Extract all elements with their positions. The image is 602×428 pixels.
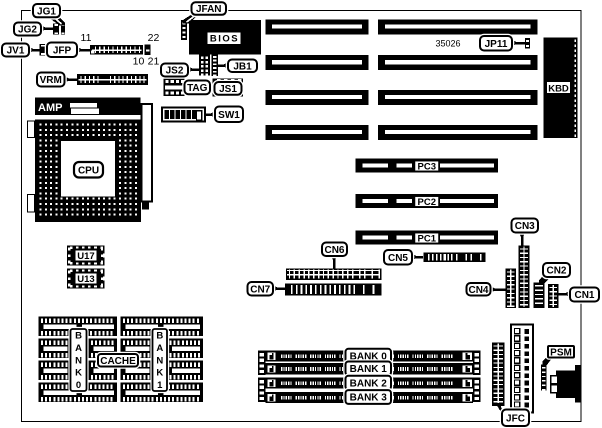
svg-text:A: A [156,343,163,354]
svg-text:10: 10 [133,56,145,68]
svg-text:JS1: JS1 [219,84,237,95]
svg-text:11: 11 [81,32,92,44]
svg-text:PC2: PC2 [418,197,436,208]
svg-text:CN1: CN1 [574,290,594,301]
svg-text:K: K [75,368,82,379]
svg-text:CN7: CN7 [250,284,270,295]
svg-text:JB1: JB1 [233,61,252,72]
svg-text:U13: U13 [77,274,94,285]
svg-text:1: 1 [157,380,163,391]
svg-text:JFC: JFC [506,413,525,424]
svg-text:CN2: CN2 [546,266,566,277]
svg-text:AMP: AMP [38,102,62,114]
svg-text:VRM: VRM [40,75,62,86]
svg-text:N: N [156,355,163,366]
svg-text:U17: U17 [77,251,94,262]
svg-text:N: N [75,355,82,366]
svg-text:BIOS: BIOS [210,34,239,45]
svg-text:CN3: CN3 [515,221,535,232]
svg-text:CACHE: CACHE [100,356,136,367]
svg-text:JS2: JS2 [166,66,184,77]
svg-text:BANK 1: BANK 1 [350,364,388,375]
svg-text:B: B [156,331,163,342]
svg-text:35026: 35026 [435,39,460,49]
svg-text:JFP: JFP [53,45,72,56]
svg-text:B: B [75,331,82,342]
svg-text:CN5: CN5 [388,253,408,264]
svg-text:PC1: PC1 [418,234,437,245]
svg-text:K: K [156,368,163,379]
svg-text:0: 0 [76,380,81,391]
svg-text:BANK 3: BANK 3 [350,393,388,404]
svg-text:CN4: CN4 [468,285,488,296]
svg-text:CPU: CPU [78,165,99,176]
svg-text:JG1: JG1 [37,6,56,17]
svg-text:SW1: SW1 [218,110,240,121]
svg-text:JFAN: JFAN [196,4,222,15]
svg-text:JG2: JG2 [18,25,37,36]
svg-text:PC3: PC3 [418,162,436,173]
svg-text:BANK 2: BANK 2 [350,378,388,389]
svg-text:JP11: JP11 [485,39,508,50]
svg-text:PSM: PSM [550,347,572,358]
svg-text:22: 22 [148,32,160,44]
svg-text:BANK 0: BANK 0 [350,351,388,362]
svg-text:TAG: TAG [187,83,208,94]
svg-text:JV1: JV1 [7,46,25,57]
svg-text:A: A [75,343,82,354]
svg-text:21: 21 [148,56,160,68]
svg-text:CN6: CN6 [324,245,344,256]
svg-text:KBD: KBD [548,83,569,94]
